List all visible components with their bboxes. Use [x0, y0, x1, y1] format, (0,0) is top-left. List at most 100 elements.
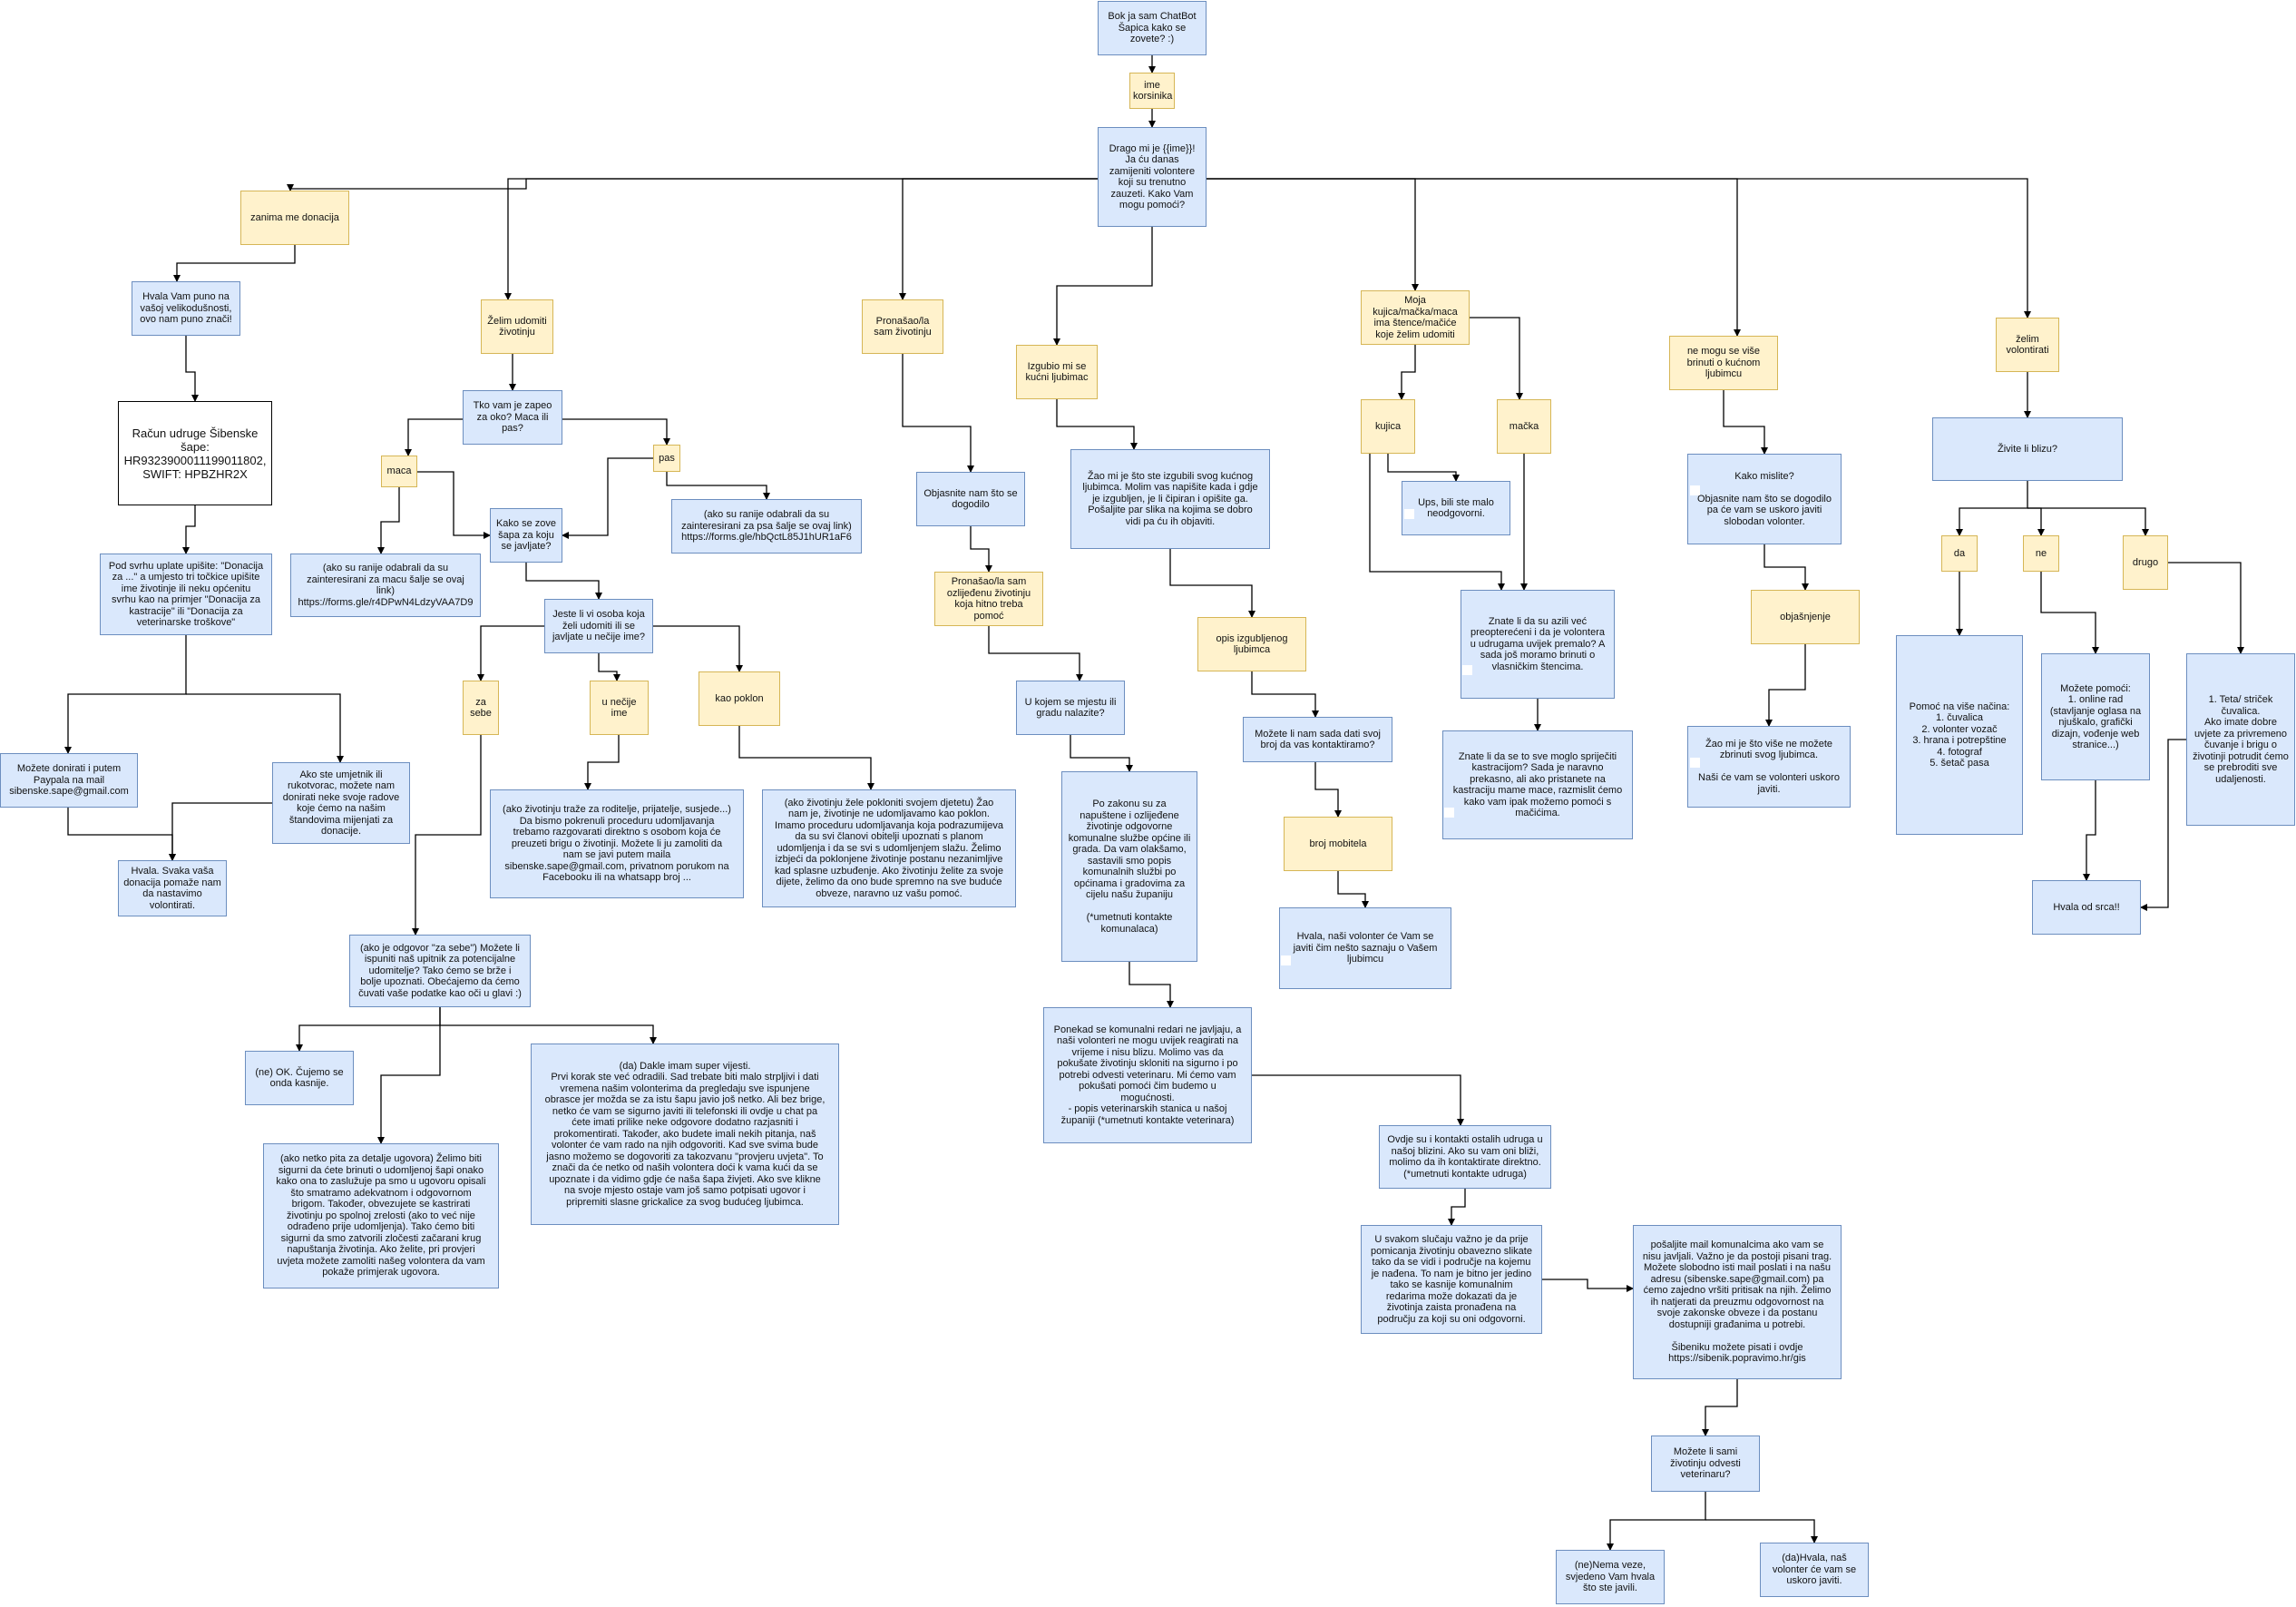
connector-3	[287, 178, 1098, 191]
connector-28	[584, 735, 620, 790]
node-maca: maca	[381, 456, 417, 487]
connector-14	[186, 693, 344, 763]
node-upitnik: (ako je odgovor "za sebe") Možete li isp…	[349, 935, 531, 1007]
node-maca-forms: (ako su ranije odabrali da su zainteresi…	[290, 554, 481, 617]
connector-53	[1369, 454, 1505, 591]
connector-5	[899, 178, 1098, 300]
node-zao-izgubili: Žao mi je što ste izgubili svog kućnog l…	[1070, 449, 1270, 549]
connector-48	[1314, 762, 1342, 818]
connector-40	[1448, 1189, 1466, 1226]
node-ime: ime korsinika	[1129, 73, 1175, 109]
node-tko-zapeo: Tko vam je zapeo za oko? Maca ili pas?	[463, 390, 562, 445]
connector-58	[1765, 644, 1806, 727]
connector-47	[1251, 671, 1319, 718]
node-ne: ne	[2023, 535, 2059, 572]
connector-23	[666, 472, 770, 500]
connector-15	[67, 808, 176, 861]
connector-46	[1169, 549, 1255, 618]
node-udomiti: Želim udomiti životinju	[481, 299, 553, 354]
node-poklon-text: (ako životinju žele pokloniti svojem dje…	[762, 789, 1016, 907]
node-komunalni: Ponekad se komunalni redari ne javljaju,…	[1043, 1007, 1252, 1143]
connector-32	[440, 1024, 657, 1044]
connector-33	[377, 1007, 441, 1144]
node-da-super: (da) Dakle imam super vijesti. Prvi kora…	[531, 1044, 839, 1225]
node-pronasao: Pronašao/la sam životinju	[862, 299, 943, 354]
node-da-hvala: (da)Hvala, naš volonter će vam se uskoro…	[1760, 1543, 1869, 1597]
node-necije-text: (ako životinju traže za roditelje, prija…	[490, 789, 744, 898]
node-ostale-udruge: Ovdje su i kontakti ostalih udruga u naš…	[1379, 1125, 1551, 1189]
node-macka: mačka	[1497, 399, 1551, 454]
connector-12	[182, 505, 196, 554]
connector-9	[1207, 178, 2031, 318]
connector-44	[1705, 1519, 1818, 1543]
connector-20	[377, 487, 400, 554]
node-ozlijedenu: Pronašao/la sam ozlijeđenu životinju koj…	[934, 572, 1043, 626]
node-drugo: drugo	[2123, 535, 2168, 590]
node-ups: Ups, bili ste malo neodgovorni.	[1402, 481, 1510, 535]
node-objasnjenje: objašnjenje	[1751, 590, 1860, 644]
connector-22	[562, 457, 653, 539]
checkbox-kastracija	[1444, 808, 1454, 818]
node-da: da	[1941, 535, 1978, 572]
connector-11	[185, 336, 199, 402]
node-opis-ljubimca: opis izgubljenog ljubimca	[1197, 617, 1306, 671]
node-teta-stricek: 1. Teta/ striček čuvalica. Ako imate dob…	[2186, 653, 2295, 826]
node-zao-zbrinuti: Žao mi je što više ne možete zbrinuti sv…	[1687, 726, 1851, 808]
connector-50	[1398, 345, 1416, 400]
node-donacija: zanima me donacija	[240, 191, 349, 245]
node-ne-nema-veze: (ne)Nema veze, svjedeno Vam hvala što st…	[1556, 1550, 1665, 1604]
node-za-sebe: za sebe	[463, 681, 499, 735]
node-ne-mogu: ne mogu se više brinuti o kućnom ljubimc…	[1669, 336, 1778, 390]
node-start: Bok ja sam ChatBot Šapica kako se zovete…	[1098, 1, 1207, 55]
node-ne-ok: (ne) OK. Čujemo se onda kasnije.	[245, 1051, 354, 1105]
node-paypal: Možete donirati i putem Paypala na mail …	[0, 753, 138, 808]
connector-24	[525, 563, 602, 600]
node-zivite-blizu: Živite li blizu?	[1932, 417, 2123, 481]
node-hvala-donacija: Hvala. Svaka vaša donacija pomaže nam da…	[118, 860, 227, 916]
node-moja-kujica: Moja kujica/mačka/maca ima štence/mačiće…	[1361, 290, 1470, 345]
node-detalji-ugovora: (ako netko pita za detalje ugovora) Želi…	[263, 1143, 499, 1289]
connector-34	[902, 354, 974, 473]
node-mjesto: U kojem se mjestu ili gradu nalazite?	[1016, 681, 1125, 735]
node-hvala-javiti: Hvala, naši volonter će Vam se javiti či…	[1279, 907, 1451, 989]
connector-19	[513, 418, 670, 446]
node-racun: Račun udruge Šibenske šape: HR9323900011…	[118, 401, 272, 505]
connector-56	[1723, 390, 1768, 455]
node-umjetnik: Ako ste umjetnik ili rukotvorac, možete …	[272, 762, 410, 844]
connector-26	[598, 653, 620, 681]
connector-8	[1207, 178, 1741, 337]
connector-62	[2027, 507, 2149, 536]
connector-6	[1053, 227, 1153, 346]
node-kako-zove: Kako se zove šapa za koju se javljate?	[490, 508, 562, 563]
connector-4	[504, 178, 1098, 300]
node-broj-mobitela: broj mobitela	[1284, 817, 1392, 871]
connector-66	[2083, 780, 2096, 881]
connector-30	[412, 735, 482, 936]
node-kako-mislite: Kako mislite? Objasnite nam što se dogod…	[1687, 454, 1842, 544]
checkbox-ups	[1404, 509, 1414, 519]
connector-67	[2140, 739, 2186, 911]
node-izgubio: Izgubio mi se kućni ljubimac	[1016, 345, 1098, 399]
node-u-necije: u nečije ime	[590, 681, 649, 735]
connector-7	[1207, 178, 1419, 291]
node-hvala-velikodusnost: Hvala Vam puno na vašoj velikodušnosti, …	[132, 281, 240, 336]
node-pas-forms: (ako su ranije odabrali da su zainteresi…	[671, 499, 862, 554]
connector-39	[1252, 1074, 1464, 1126]
node-mail-komunalcima: pošaljite mail komunalcima ako vam se ni…	[1633, 1225, 1842, 1379]
connector-65	[2168, 562, 2244, 654]
connector-21	[417, 471, 491, 539]
node-azili: Znate li da su azili već preopterećeni i…	[1461, 590, 1615, 699]
connector-51	[1470, 317, 1523, 400]
connector-60	[1956, 481, 2028, 536]
connector-41	[1542, 1279, 1634, 1292]
node-objasnite: Objasnite nam što se dogodilo	[916, 472, 1025, 526]
node-hvala-srca: Hvala od srca!!	[2032, 880, 2141, 935]
node-svrha: Pod svrhu uplate upišite: "Donacija za .…	[100, 554, 272, 635]
connector-36	[988, 626, 1083, 681]
connector-13	[64, 635, 187, 754]
connector-10	[173, 245, 296, 282]
connector-29	[738, 726, 874, 790]
connector-61	[2027, 507, 2045, 536]
